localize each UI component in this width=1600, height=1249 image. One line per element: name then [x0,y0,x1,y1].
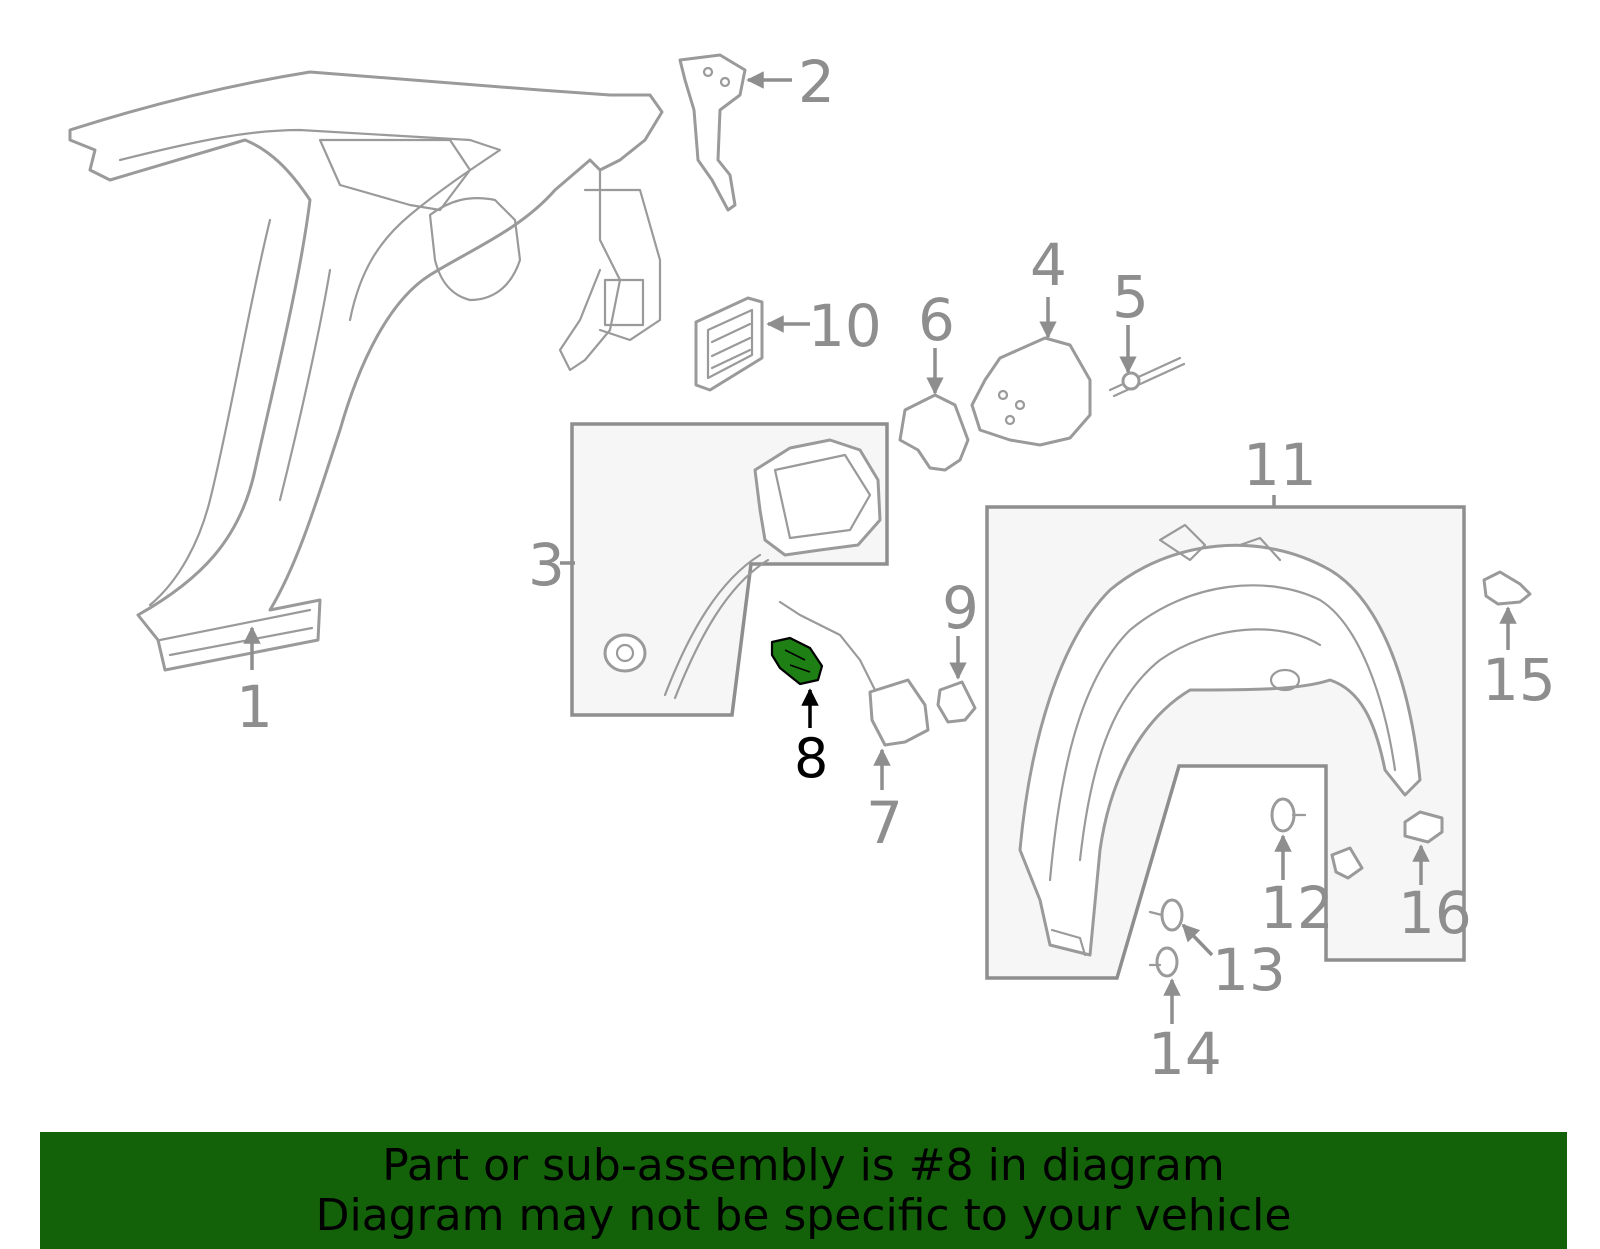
part-11-wheel-liner [1018,523,1422,957]
part-8-highlighted[interactable] [770,636,824,686]
part-4-fuel-door [970,336,1092,447]
callout-10: 10 [808,292,882,360]
part-6-hinge [898,393,970,472]
part-9-clip [936,680,977,724]
callout-5: 5 [1112,263,1149,331]
callout-3: 3 [528,531,565,599]
part-3-fuel-door-housing [603,438,882,700]
part-12b-small-clip [1330,846,1364,880]
part-5-pin [1108,356,1186,398]
callout-4: 4 [1030,231,1067,299]
part-16-nut [1403,810,1444,844]
banner-disclaimer: Diagram may not be specific to your vehi… [315,1190,1292,1241]
info-banner: Part or sub-assembly is #8 in diagram Di… [40,1132,1567,1249]
callout-8: 8 [794,727,828,790]
part-12-push-pin [1270,797,1307,833]
callout-1: 1 [236,673,273,741]
callout-13: 13 [1212,936,1286,1004]
callout-11: 11 [1243,431,1317,499]
callout-12: 12 [1260,874,1334,942]
callout-14: 14 [1148,1020,1222,1088]
banner-part-reference: Part or sub-assembly is #8 in diagram [382,1140,1225,1191]
callout-9: 9 [942,574,979,642]
part-2-bracket [678,53,747,212]
callout-2: 2 [798,48,835,116]
callout-6: 6 [918,286,955,354]
part-13-rivet [1148,898,1184,932]
part-7-actuator [778,600,930,747]
callout-16: 16 [1398,879,1472,947]
callout-15: 15 [1482,646,1556,714]
part-15-clip [1482,570,1532,606]
callout-7: 7 [866,789,903,857]
part-1-quarter-panel [68,70,664,672]
part-14-rivet [1148,946,1179,978]
part-10-vent [694,296,764,392]
